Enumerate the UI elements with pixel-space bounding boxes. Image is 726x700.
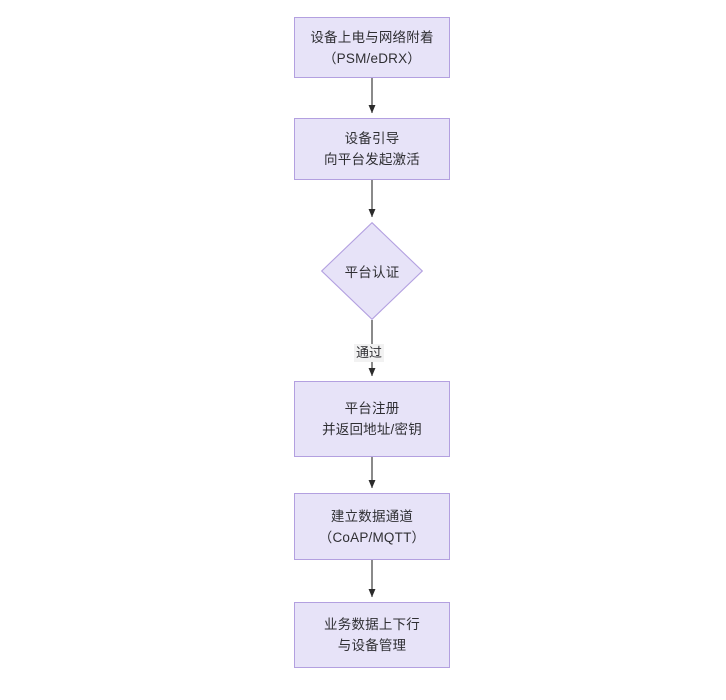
- node-data-channel[interactable]: 建立数据通道 （CoAP/MQTT）: [294, 493, 450, 560]
- node-business-data-line1: 业务数据上下行: [324, 617, 420, 632]
- node-platform-auth-label: 平台认证: [344, 265, 400, 280]
- node-bootstrap-line2: 向平台发起激活: [324, 152, 420, 167]
- edge-label-pass: 通过: [354, 344, 385, 362]
- node-power-on-line1: 设备上电与网络附着: [310, 29, 434, 45]
- node-platform-register-line1: 平台注册: [344, 401, 400, 416]
- node-data-channel-line2: （CoAP/MQTT）: [318, 529, 426, 545]
- node-bootstrap-line1: 设备引导: [344, 131, 400, 146]
- node-data-channel-line1: 建立数据通道: [330, 508, 414, 524]
- diamond-shape: [321, 222, 423, 320]
- node-platform-auth[interactable]: 平台认证: [321, 222, 423, 320]
- node-power-on-line2: （PSM/eDRX）: [322, 50, 422, 66]
- node-power-on[interactable]: 设备上电与网络附着 （PSM/eDRX）: [294, 17, 450, 78]
- node-platform-register[interactable]: 平台注册 并返回地址/密钥: [294, 381, 450, 457]
- node-business-data-line2: 与设备管理: [337, 638, 407, 653]
- node-bootstrap[interactable]: 设备引导 向平台发起激活: [294, 118, 450, 180]
- node-business-data[interactable]: 业务数据上下行 与设备管理: [294, 602, 450, 668]
- node-platform-register-line2: 并返回地址/密钥: [322, 422, 422, 437]
